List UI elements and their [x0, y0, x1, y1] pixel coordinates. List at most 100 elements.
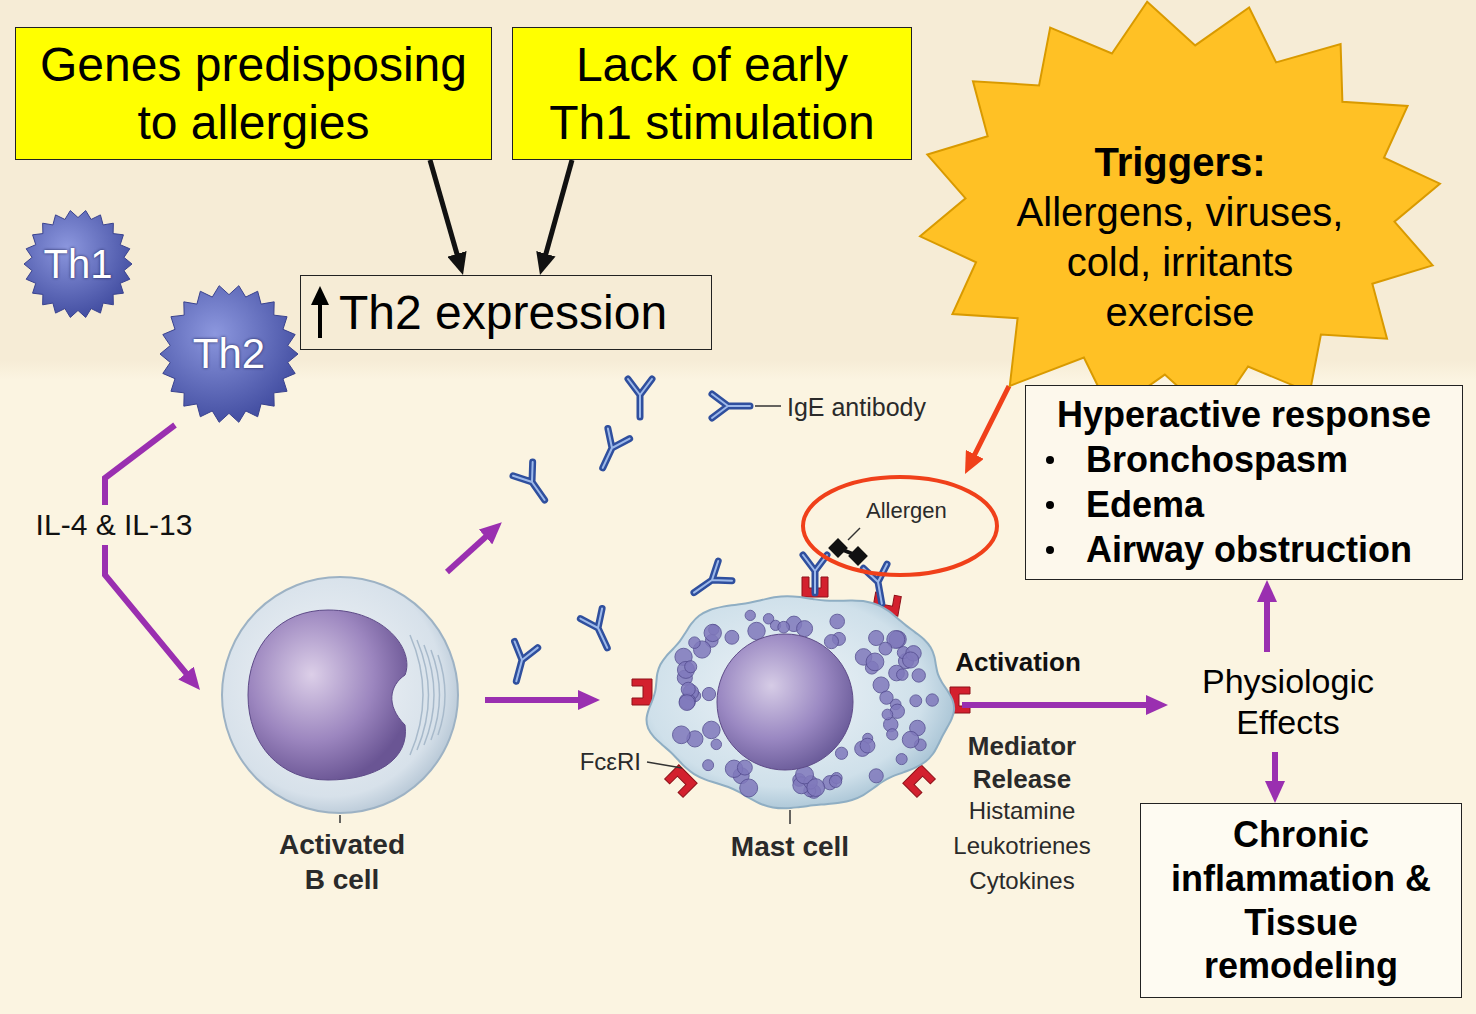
node-text: Lack of early Th1 stimulation [535, 36, 889, 151]
connector-arrow [430, 160, 459, 260]
b-cell-shape [424, 645, 434, 745]
connector-arrow [972, 386, 1009, 460]
node-text: Th2 [193, 331, 265, 377]
bullet-item: Edema [1040, 482, 1448, 527]
ige-antibody [687, 561, 732, 602]
factor-box: Lack of early Th1 stimulation [512, 27, 912, 160]
callout-label: IgE antibody [787, 392, 926, 422]
effect-text: Physiologic Effects [1168, 652, 1408, 752]
mast-cell-shape [689, 637, 701, 649]
ige-antibody [505, 641, 538, 684]
allergen-circle: Allergen [800, 474, 1000, 578]
mast-cell-shape [926, 694, 938, 706]
mast-cell: Mast cell [600, 470, 962, 870]
node-text: Genes predisposing to allergies [28, 36, 479, 151]
mast-cell-shape [835, 747, 847, 759]
mast-cell-shape [903, 652, 919, 668]
bound-antibody [803, 555, 894, 606]
connector-arrow [105, 425, 190, 678]
ige-antibody [628, 379, 652, 417]
node-text: Th1 [44, 242, 113, 286]
node-text: Allergen [866, 498, 947, 524]
t-helper-cell: Th1 [22, 208, 134, 320]
increase-arrow [318, 302, 322, 338]
mast-cell-shape [681, 682, 695, 696]
node-text: Mast cell [690, 830, 890, 864]
mast-cell-shape [685, 661, 697, 673]
fc-receptor [632, 679, 652, 705]
mast-cell-shape [897, 669, 908, 680]
mast-cell-shape [703, 760, 714, 771]
mast-cell-shape [740, 779, 758, 797]
mast-cell-shape [797, 621, 813, 637]
b-cell: Activated B cell [200, 555, 485, 900]
callout-label: Leukotrienes [953, 832, 1090, 861]
increase-arrow [307, 276, 333, 348]
factor-box: Genes predisposing to allergies [15, 27, 492, 160]
allergen-circle-shape [803, 477, 997, 575]
b-cell-shape [438, 655, 445, 735]
mast-cell-shape [910, 695, 922, 707]
b-cell-shape [417, 640, 429, 750]
process-box: Th2 expression [300, 275, 712, 350]
edge-label: IL-4 & IL-13 [32, 505, 197, 545]
leader-line [755, 405, 781, 407]
node-text: Physiologic Effects [1168, 661, 1408, 743]
callout-label: Histamine [969, 797, 1076, 826]
trigger-starburst: Triggers:Allergens, viruses, cold, irrit… [916, 0, 1442, 386]
mast-cell-shape [672, 726, 690, 744]
mast-cell-shape [789, 810, 791, 824]
increase-arrow [311, 286, 329, 305]
text-holder: Allergen [866, 498, 947, 524]
mast-cell-shape [737, 760, 752, 775]
box-heading: Triggers: [1000, 137, 1360, 187]
mast-cell-shape [879, 642, 892, 655]
outcome-box: Chronic inflammation & Tissue remodeling [1140, 803, 1462, 998]
b-cell-shape [431, 650, 440, 740]
connector-arrow [1272, 752, 1278, 787]
allergen-molecule [828, 538, 848, 558]
mast-cell-shape [717, 634, 853, 770]
t-helper-cell-shape [160, 286, 298, 423]
ige-antibody [513, 462, 554, 507]
bullet-item: Bronchospasm [1040, 437, 1448, 482]
mast-cell-shape [647, 596, 955, 808]
b-cell-shape [248, 610, 407, 780]
callout-label: Cytokines [969, 867, 1074, 896]
mast-cell-shape [748, 622, 765, 639]
connector-arrow [544, 160, 572, 260]
text-holder: Triggers:Allergens, viruses, cold, irrit… [1000, 137, 1360, 337]
mast-cell-shape [704, 624, 721, 641]
secretion-arrow [447, 533, 490, 572]
leader-line [848, 528, 860, 540]
allergen-circle-shape [800, 474, 1000, 578]
mast-cell-shape [882, 709, 893, 720]
b-cell-shape [339, 815, 341, 823]
mast-cell-shape [807, 779, 825, 797]
mast-cell-shape [824, 635, 838, 649]
mast-cell-shape [829, 775, 841, 787]
leader-line [647, 762, 682, 768]
mast-cell-shape [880, 691, 893, 704]
node-text: Allergens, viruses, cold, irritants exer… [1000, 187, 1360, 337]
node-text: Chronic inflammation & Tissue remodeling [1151, 813, 1451, 989]
mast-cell-shape [866, 653, 884, 671]
node-text: Th2 expression [339, 284, 667, 342]
callout-label: FcεRI [580, 748, 641, 777]
mast-cell-shape [703, 721, 720, 738]
ige-antibody [592, 428, 630, 473]
edge-label: Activation [951, 645, 1085, 680]
mast-cell-shape [912, 669, 925, 682]
mast-cell-shape [600, 470, 962, 870]
ige-antibody [580, 608, 618, 653]
mast-cell-shape [745, 610, 755, 620]
text-holder: Activated B cell [272, 827, 412, 897]
connector-arrow [1264, 596, 1270, 652]
text-holder: Mast cell [690, 830, 890, 864]
mast-cell-shape [711, 739, 721, 749]
mast-cell-shape [887, 729, 898, 740]
callout-label: Mediator Release [942, 730, 1102, 795]
node-text: Activated B cell [272, 827, 412, 897]
mast-cell-shape [679, 695, 695, 711]
